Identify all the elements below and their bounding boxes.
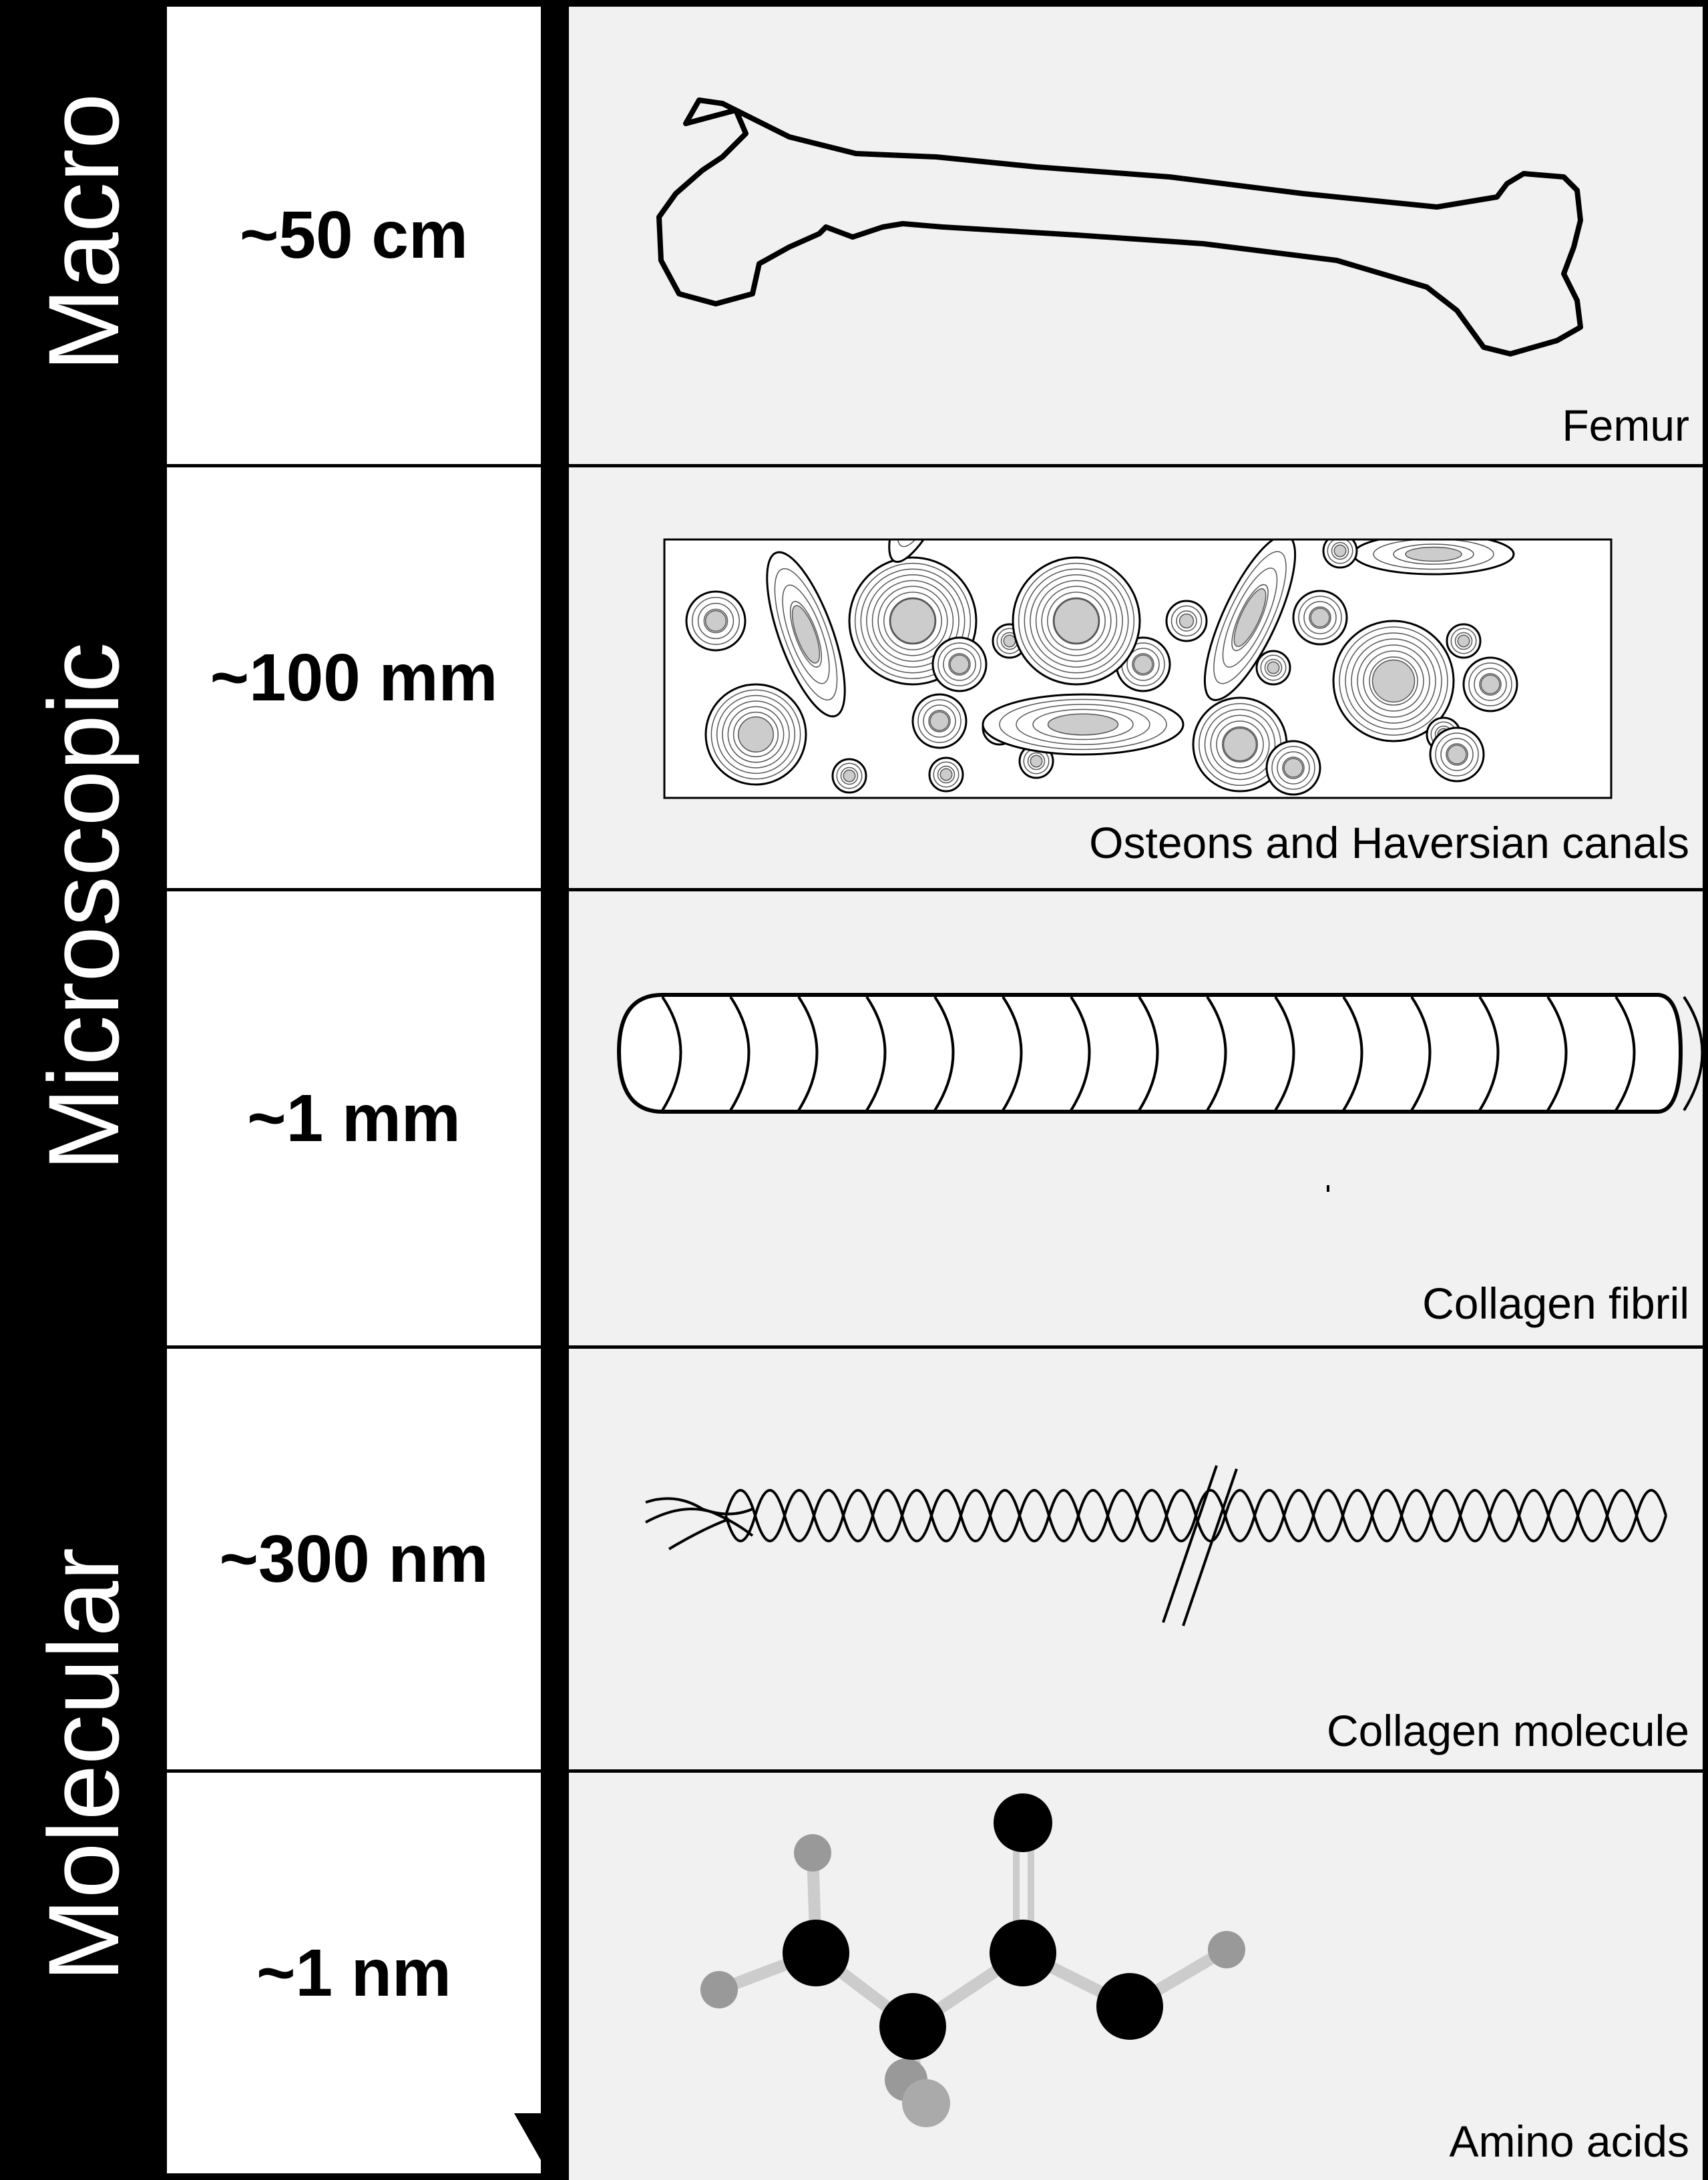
illustration-cell-molecule: Collagen molecule <box>569 1349 1703 1769</box>
caption-fibril: Collagen fibril <box>1422 1279 1689 1328</box>
osteon-cross-section-icon <box>663 538 1613 799</box>
level-label-microscopic: Microscopic <box>27 642 140 1171</box>
illustration-cell-amino-acids: Amino acids <box>569 1773 1703 2180</box>
scale-cell-5: ~1 nm <box>167 1773 541 2173</box>
scale-label: ~300 nm <box>219 1521 489 1596</box>
scale-arrow-shaft <box>541 0 564 2123</box>
scale-cell-2: ~100 mm <box>167 467 541 888</box>
scale-label: ~50 cm <box>240 198 468 272</box>
band-molecular: Molecular <box>0 1349 167 2180</box>
band-macro: Macro <box>0 0 167 464</box>
illustration-cell-femur: Femur <box>569 7 1703 464</box>
caption-collagen-molecule: Collagen molecule <box>1327 1706 1689 1755</box>
amino-acid-molecule-icon <box>700 1793 1245 2127</box>
scale-label: ~100 mm <box>210 640 498 715</box>
scale-cell-4: ~300 nm <box>167 1349 541 1769</box>
collagen-fibril-icon <box>616 993 1703 1192</box>
caption-amino-acids: Amino acids <box>1449 2117 1690 2166</box>
illustration-cell-fibril: Collagen fibril <box>569 891 1703 1345</box>
illustration-cell-osteons: Osteons and Haversian canals <box>569 467 1703 888</box>
femur-bone-icon <box>656 97 1583 357</box>
caption-femur: Femur <box>1562 401 1689 450</box>
band-microscopic: Microscopic <box>0 467 167 1345</box>
scale-cell-1: ~50 cm <box>167 7 541 464</box>
caption-osteons: Osteons and Haversian canals <box>1089 818 1689 867</box>
scale-label: ~1 nm <box>256 1935 451 2010</box>
level-label-molecular: Molecular <box>27 1547 140 1982</box>
collagen-triple-helix-icon <box>645 1465 1667 1626</box>
level-label-macro: Macro <box>27 93 140 371</box>
scale-label: ~1 mm <box>247 1080 461 1156</box>
scale-cell-3: ~1 mm <box>167 891 541 1345</box>
